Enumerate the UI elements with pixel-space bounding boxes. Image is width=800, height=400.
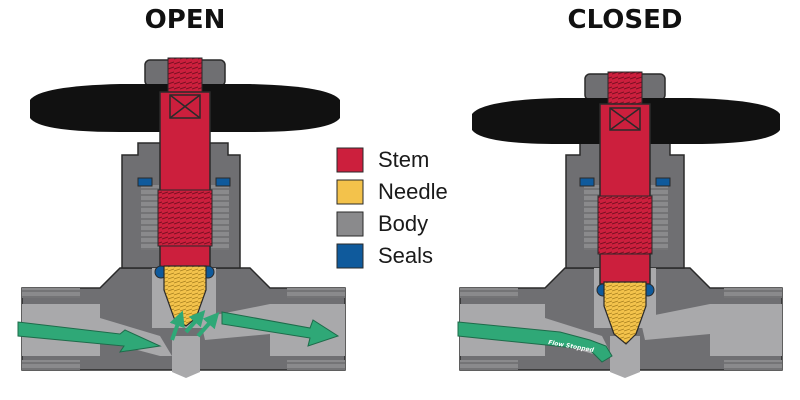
legend-label-stem: Stem (378, 147, 429, 172)
closed-stem (599, 103, 651, 285)
open-valve (17, 57, 346, 378)
open-seal-right (215, 177, 231, 187)
legend-label-seals: Seals (378, 243, 433, 268)
open-flow-arrow-right (196, 312, 220, 338)
closed-seal-right (655, 177, 671, 187)
open-seal-left (137, 177, 153, 187)
open-right-thread (287, 288, 345, 298)
closed-right-thread (724, 288, 782, 298)
open-flow-arrow-out (221, 311, 340, 347)
legend-label-body: Body (378, 211, 428, 236)
legend-swatch-needle (336, 179, 364, 205)
open-flow-arrow-up-right (184, 309, 206, 334)
open-flow-arrow-up-left (169, 310, 185, 341)
closed-left-thread (460, 288, 518, 298)
legend-swatch-body (336, 211, 364, 237)
open-left-thread (22, 288, 80, 298)
legend-label-needle: Needle (378, 179, 448, 204)
closed-outlet-port (710, 304, 782, 356)
legend-swatch-stem (336, 147, 364, 173)
closed-valve: Flow Stopped (457, 71, 783, 378)
closed-needle (603, 281, 647, 345)
closed-flow-arrow (457, 321, 613, 363)
open-title: OPEN (145, 5, 226, 35)
closed-seal-left (579, 177, 595, 187)
legend-swatch-seals (336, 243, 364, 269)
legend: Stem Needle Body Seals (336, 147, 448, 269)
closed-title: CLOSED (568, 5, 683, 35)
open-flow-arrow-in (17, 321, 162, 353)
